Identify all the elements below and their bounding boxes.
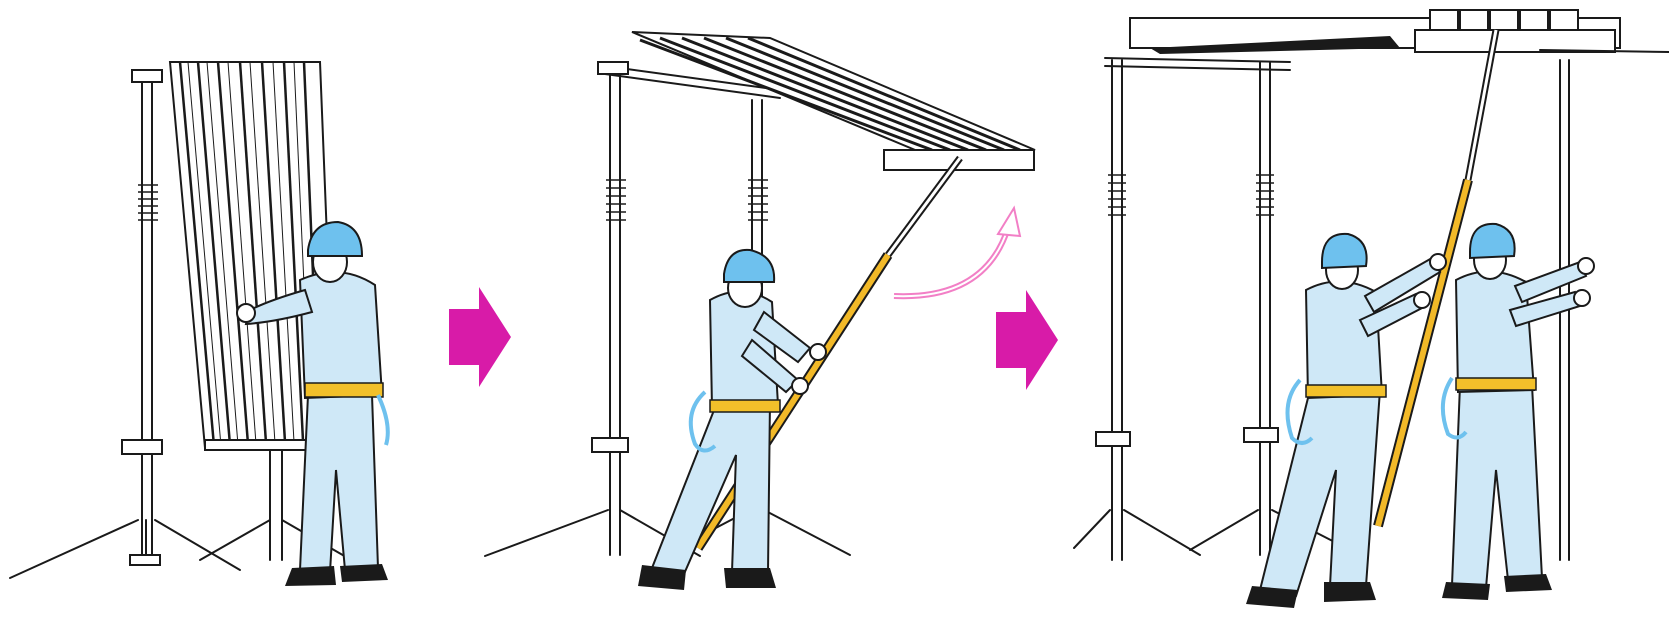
support-frame <box>485 62 850 560</box>
safety-belt <box>710 400 780 412</box>
step-2-scene <box>480 0 1040 643</box>
step-3-illustration <box>1060 0 1669 643</box>
step-3-scene <box>1060 0 1669 643</box>
step-arrow-icon <box>996 290 1058 395</box>
worker <box>1442 224 1594 600</box>
boot <box>285 566 336 586</box>
hard-hat <box>724 250 774 282</box>
step-1-scene <box>0 0 440 643</box>
safety-lanyard <box>378 395 388 445</box>
hard-hat <box>1470 224 1515 258</box>
worker <box>1246 234 1446 608</box>
step-2-illustration <box>480 0 1040 643</box>
boot <box>724 568 776 588</box>
worker <box>638 250 826 590</box>
boot <box>1442 582 1490 600</box>
boot <box>1504 574 1552 592</box>
boot <box>340 564 388 582</box>
boot <box>1324 582 1376 602</box>
deck-panels-raised <box>632 32 1035 170</box>
safety-belt <box>305 383 383 397</box>
safety-belt <box>1456 378 1536 390</box>
hard-hat <box>1322 234 1367 268</box>
step-1-illustration <box>0 0 440 643</box>
safety-belt <box>1306 385 1386 397</box>
